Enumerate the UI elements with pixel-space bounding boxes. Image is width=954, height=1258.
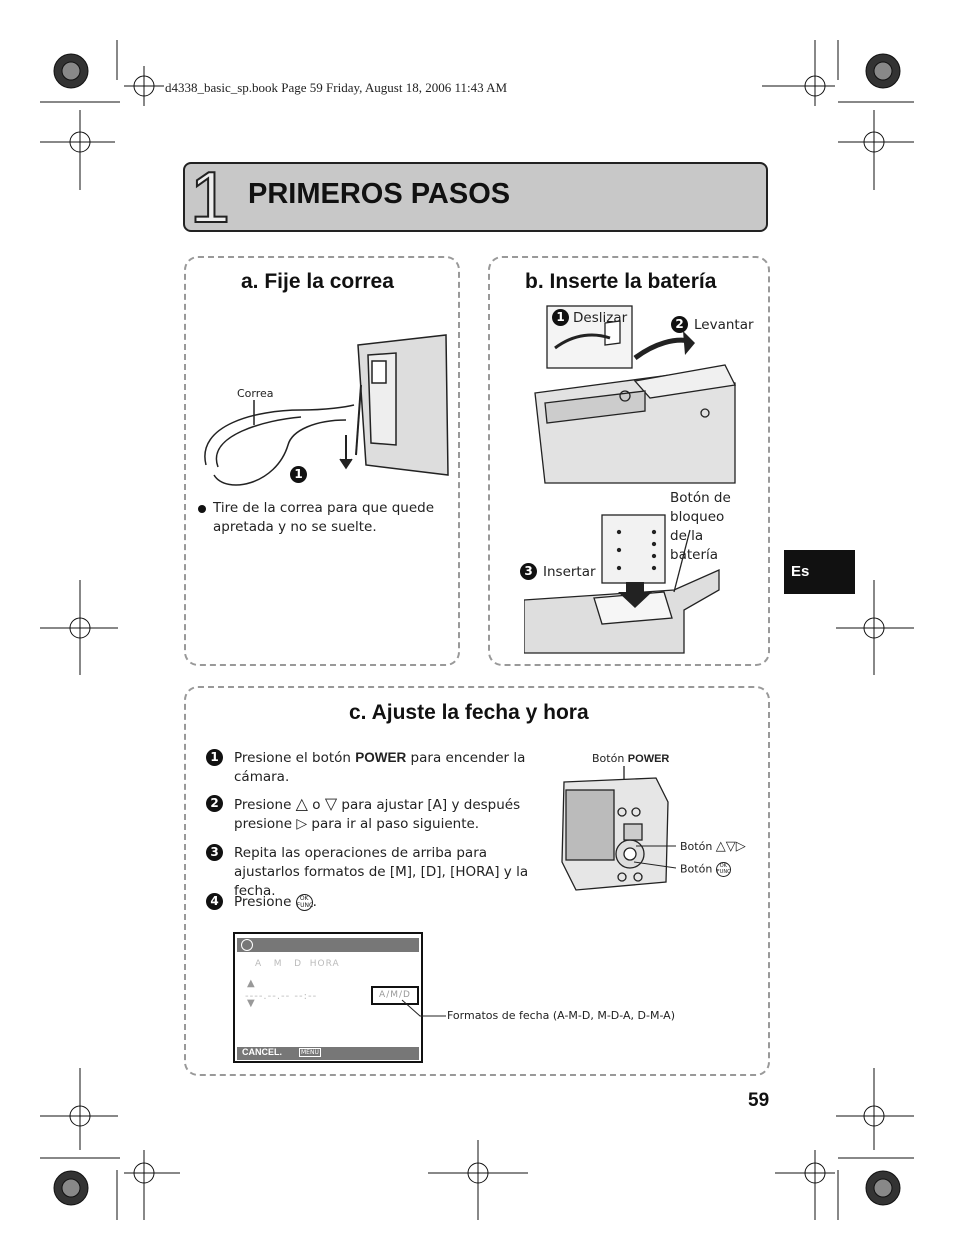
lcd-cancel: CANCEL.	[242, 1047, 282, 1057]
date-step3-text: Repita las operaciones de arriba para aj…	[234, 845, 529, 899]
strap-step-number: 1	[290, 466, 307, 483]
lcd-bottom-bar: CANCEL. MENU	[237, 1047, 419, 1060]
battery-lock-label: Botón de bloqueo de la batería	[670, 490, 731, 563]
camera-back-illustration	[561, 766, 676, 891]
power-word: POWER	[355, 750, 407, 765]
date-step4-number: 4	[206, 893, 223, 910]
date-step2-text: Presione △ o ▽ para ajustar [A] y despué…	[234, 794, 521, 832]
lcd-fields-header: A M D HORA	[255, 959, 340, 969]
battery-title: b. Inserte la batería	[525, 270, 717, 293]
strap-title: a. Fije la correa	[241, 270, 394, 293]
chapter-title: PRIMEROS PASOS	[248, 178, 511, 210]
battery-insert-illustration	[524, 514, 720, 654]
date-format-callout: Formatos de fecha (A-M-D, M-D-A, D-M-A)	[447, 1009, 675, 1022]
chapter-number: 1	[189, 158, 231, 238]
format-callout-line	[401, 999, 446, 1017]
battery-step2-label: Levantar	[694, 317, 754, 333]
date-step1-number: 1	[206, 749, 223, 766]
clock-icon	[241, 939, 253, 951]
date-step2-number: 2	[206, 795, 223, 812]
battery-step3-label: Insertar	[543, 564, 596, 580]
panel-date-time	[184, 686, 770, 1076]
arrow-keys-icon: △▽▷	[715, 839, 746, 854]
lcd-up-icon: ▲	[247, 978, 255, 989]
chapter-header	[183, 162, 768, 232]
date-step1-text: Presione el botón POWER para encender la…	[234, 750, 526, 785]
page-number: 59	[748, 1090, 770, 1111]
strap-label: Correa	[237, 387, 274, 400]
battery-step2-number: 2	[671, 316, 688, 333]
lcd-title-bar	[237, 938, 419, 952]
battery-cover-illustration	[534, 305, 736, 484]
language-tab: Es	[784, 550, 855, 594]
down-arrow-icon: ▽	[324, 794, 338, 813]
up-arrow-icon: △	[295, 794, 308, 813]
date-step3-number: 3	[206, 844, 223, 861]
power-button-callout: Botón POWER	[592, 752, 670, 765]
lcd-date-format: A/M/D	[371, 986, 419, 1005]
strap-bullet-text: Tire de la correa para que quede apretad…	[213, 500, 435, 535]
lcd-down-icon: ▼	[247, 998, 255, 1009]
arrow-buttons-callout: Botón △▽▷	[680, 839, 746, 854]
battery-step1-label: Deslizar	[573, 310, 628, 326]
right-arrow-icon: ▷	[296, 816, 308, 832]
battery-step1-number: 1	[552, 309, 569, 326]
battery-step3-number: 3	[520, 563, 537, 580]
lcd-menu: MENU	[299, 1048, 321, 1057]
date-time-title: c. Ajuste la fecha y hora	[349, 701, 589, 724]
panel-strap	[184, 256, 460, 666]
language-tab-label: Es	[791, 563, 810, 580]
strap-bullet: Tire de la correa para que quede apretad…	[198, 499, 438, 537]
lcd-date-value: ----.--.-- --:--	[245, 991, 318, 1002]
panel-battery	[488, 256, 770, 666]
bullet-icon	[198, 505, 206, 513]
print-header: d4338_basic_sp.book Page 59 Friday, Augu…	[165, 80, 508, 95]
camera-strap-illustration	[204, 334, 449, 486]
lcd-date-screen: A M D HORA ▲ ----.--.-- --:-- ▼ A/M/D CA…	[233, 932, 423, 1063]
